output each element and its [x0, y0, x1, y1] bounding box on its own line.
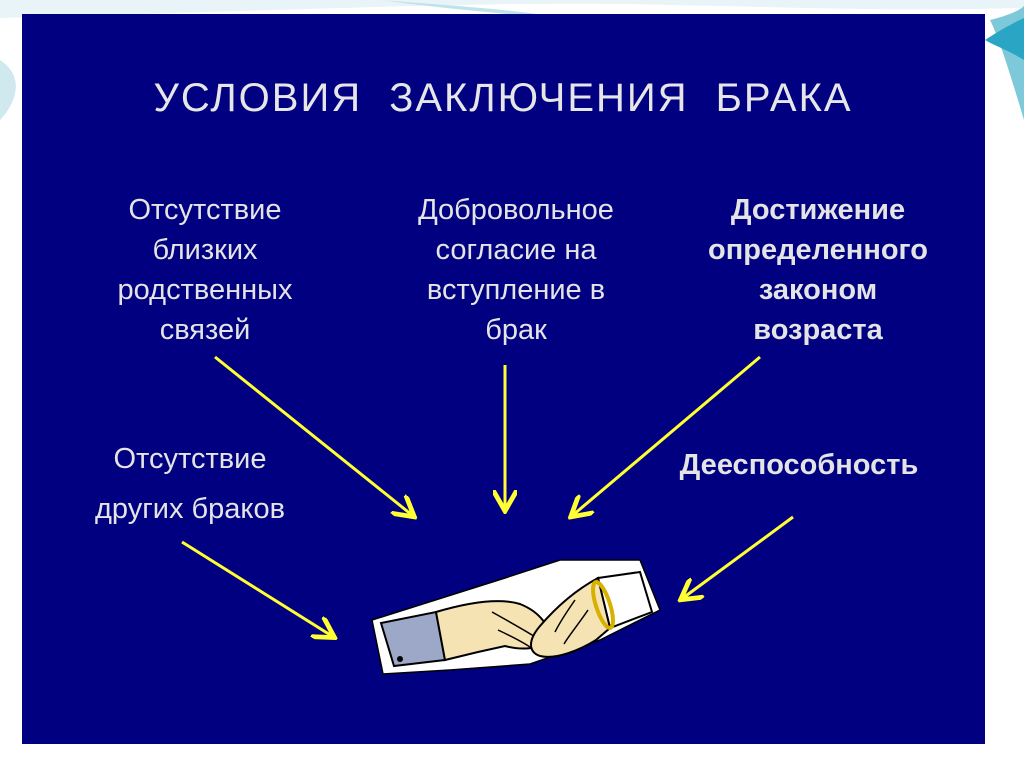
arrow-icon	[214, 355, 412, 515]
condition-no-other-marriages: Отсутствие других браков	[95, 443, 285, 525]
condition-no-close-relatives: Отсутствие близких родственных связей	[117, 194, 293, 346]
condition-marriage-age: Достижение определенного законом возраст…	[708, 194, 928, 346]
slide-title: УСЛОВИЯ ЗАКЛЮЧЕНИЯ БРАКА	[153, 76, 853, 120]
condition-voluntary-consent: Добровольное согласие на вступление в бр…	[418, 194, 614, 346]
handshake-icon	[371, 559, 661, 675]
arrow-icon	[683, 515, 794, 598]
condition-legal-capacity: Дееспособность	[679, 449, 919, 481]
arrow-icon	[181, 540, 332, 636]
arrow-icon	[573, 355, 761, 515]
